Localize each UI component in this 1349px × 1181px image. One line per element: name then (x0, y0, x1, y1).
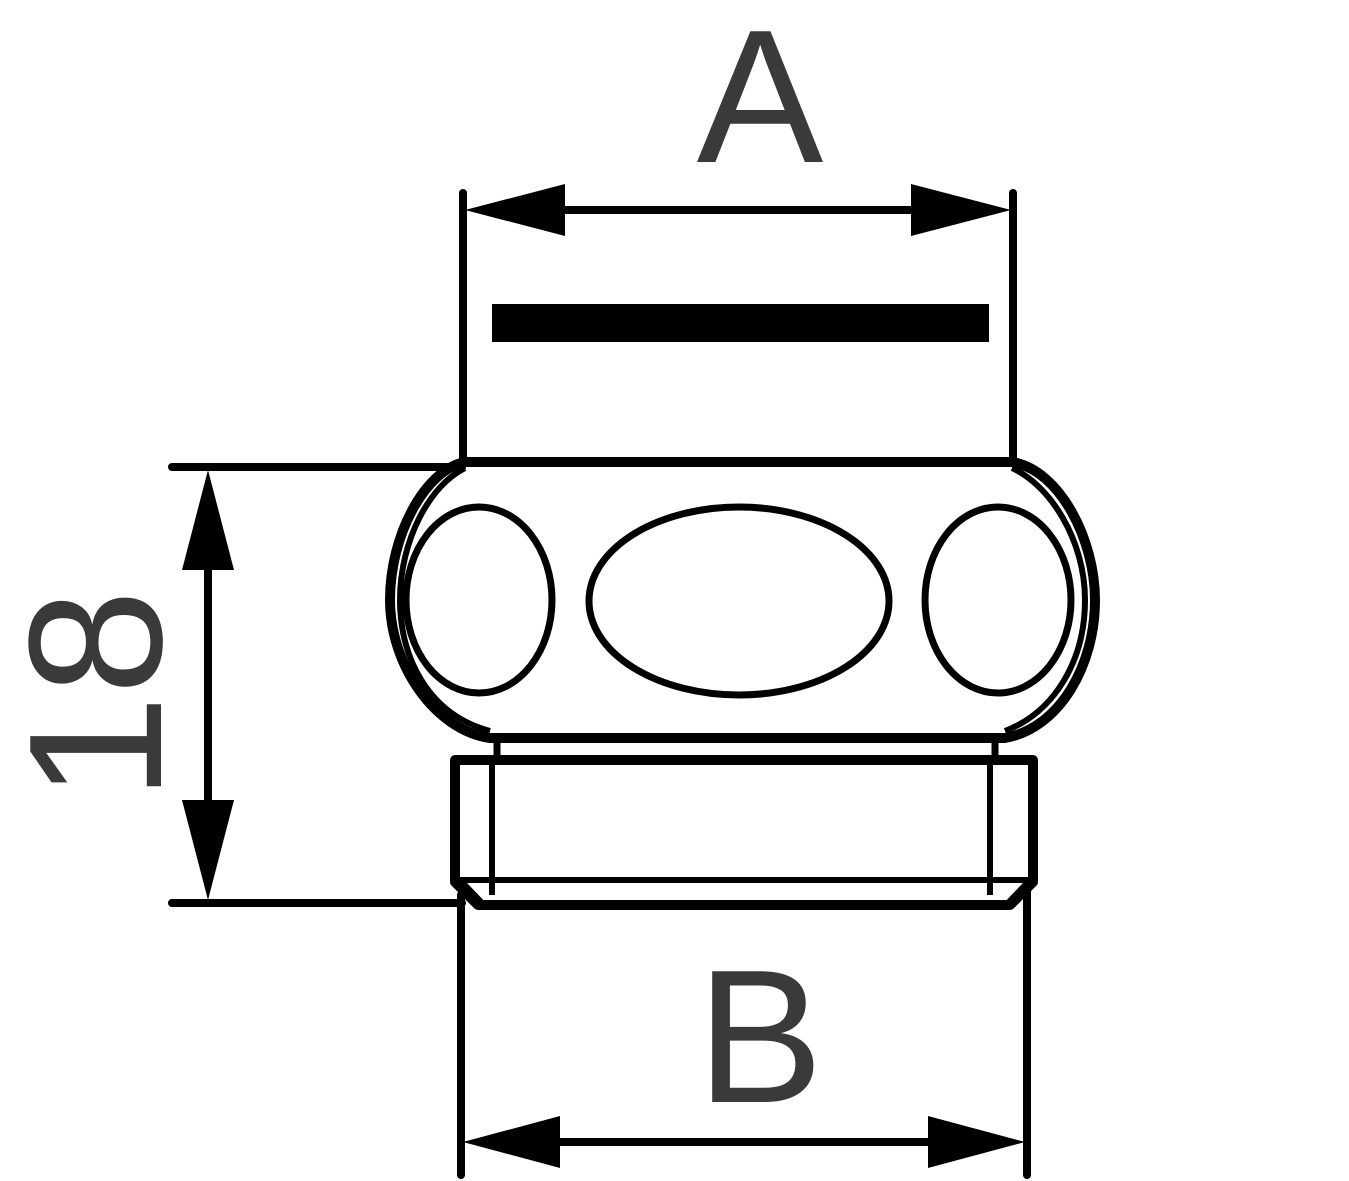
dimension-height-label: 18 (0, 589, 202, 800)
dimension-b-arrow-left (463, 1116, 560, 1168)
hex-nut-inner-edge (396, 465, 1089, 734)
hex-face-right (921, 503, 1075, 697)
hex-face-center (585, 503, 893, 699)
fitting-neck (492, 304, 989, 342)
thread-section (450, 738, 1038, 910)
thread-chamfer-right (1005, 877, 1033, 906)
dimension-height-arrow-top (182, 470, 234, 570)
thread-outline (450, 755, 1038, 910)
dimension-b: B (457, 886, 1031, 1179)
dimension-height-arrow-bottom (182, 800, 234, 900)
thread-chamfer-left (457, 877, 485, 906)
dimension-height: 18 (0, 463, 466, 907)
dimension-a-arrow-right (911, 184, 1011, 236)
dimension-b-arrow-right (928, 1116, 1025, 1168)
dimension-b-label: B (697, 931, 824, 1143)
neck-marking-bar (492, 304, 989, 342)
hex-nut-outline (385, 457, 1100, 743)
dimension-a-arrow-left (465, 184, 565, 236)
dimension-a: A (459, 0, 1017, 466)
dimension-a-label: A (697, 0, 824, 203)
hex-nut-body (385, 457, 1100, 743)
hex-face-left (402, 503, 556, 697)
